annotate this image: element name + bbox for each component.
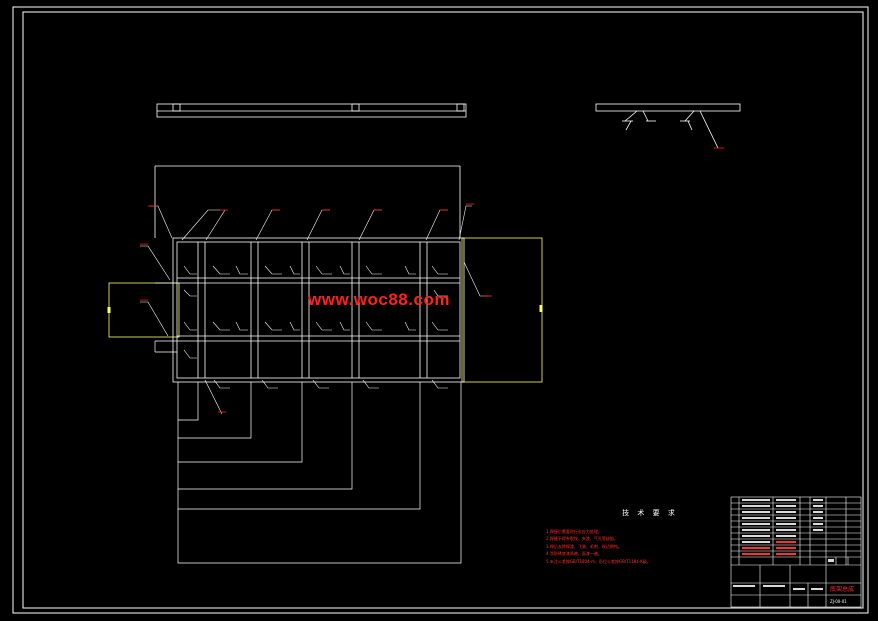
tr-note: 5.未注公差按GB/T1804-m，形位公差按GB/T1184-K级。 xyxy=(546,558,651,564)
drawing-title: 底架总成 xyxy=(830,586,855,593)
tr-note: 2.焊缝不得有裂纹、夹渣、气孔等缺陷。 xyxy=(546,536,618,542)
outer-frame xyxy=(12,6,869,614)
watermark: www.woc88.com xyxy=(308,290,450,309)
technical-requirements-notes: 1.焊接后需要进行去应力处理。 2.焊缝不得有裂纹、夹渣、气孔等缺陷。 3.焊后… xyxy=(546,528,731,565)
drawing-number: ZJ-00-01 xyxy=(830,599,847,604)
frame-plan-view xyxy=(154,165,465,383)
title-block-fills xyxy=(733,499,834,590)
inner-frame xyxy=(22,11,864,609)
title-block-red-fills xyxy=(742,541,796,555)
dimension-chain xyxy=(154,341,462,564)
tr-note: 4.涂防锈底漆两遍，面漆一遍。 xyxy=(546,551,602,557)
part-balloons xyxy=(140,203,492,413)
tr-note: 3.焊后去除焊渣、飞溅、毛刺、锐边倒钝。 xyxy=(546,543,622,549)
technical-requirements-title: 技 术 要 求 xyxy=(622,509,678,517)
side-view-right xyxy=(595,103,741,149)
weld-leaders xyxy=(183,265,448,389)
side-view-left xyxy=(156,103,467,118)
part-leaders-top xyxy=(140,205,490,415)
title-block xyxy=(730,496,862,608)
outline-shapes xyxy=(107,237,543,383)
tr-note: 1.焊接后需要进行去应力处理。 xyxy=(546,529,602,534)
